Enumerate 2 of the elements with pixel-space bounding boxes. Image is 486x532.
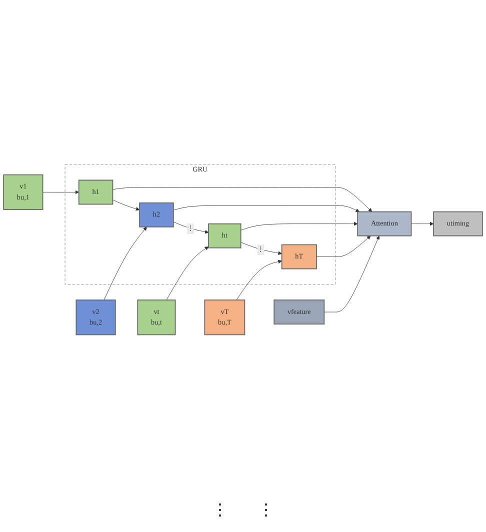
ellipsis-dots: ⋮ bbox=[212, 501, 228, 520]
ellipsis-dots: ⋮ bbox=[258, 501, 274, 520]
